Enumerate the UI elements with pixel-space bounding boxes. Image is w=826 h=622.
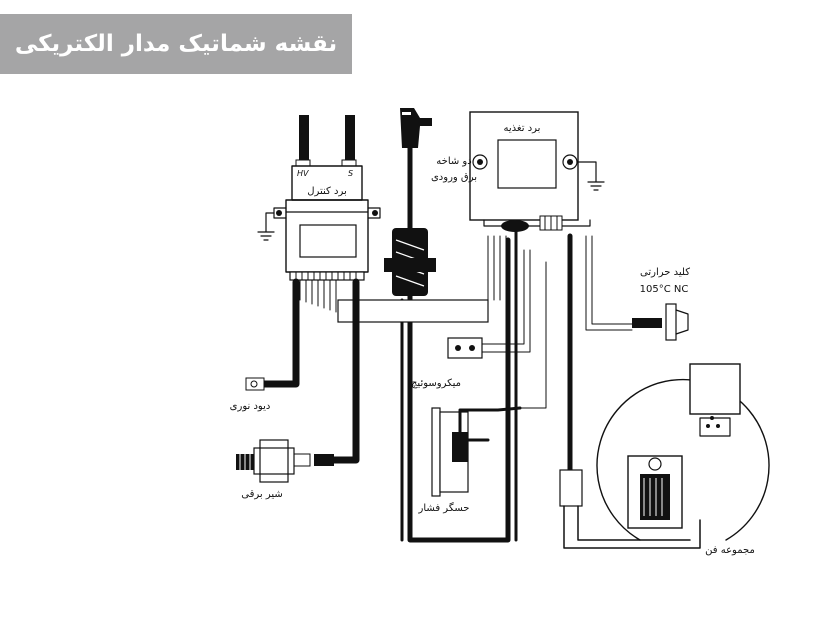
- ion-diode-label: دیود نوری: [230, 401, 271, 412]
- s-label: S: [348, 169, 353, 178]
- input-plug: دو شاخه برق ورودی: [384, 108, 477, 296]
- fan-assembly-label: مجموعه فن: [705, 545, 755, 556]
- hv-label: HV: [297, 169, 309, 178]
- ion-diode: دیود نوری: [230, 278, 300, 412]
- thermal-rating-label: 105°C NC: [640, 284, 689, 295]
- wire-harness: [299, 235, 507, 323]
- fan-assembly: مجموعه فن: [559, 233, 770, 556]
- plug-label-line2: برق ورودی: [431, 172, 477, 183]
- page-title: نقشه شماتیک مدار الکتریکی: [14, 31, 338, 57]
- solenoid-valve: شیر برقی: [236, 278, 360, 500]
- thermal-switch: کلید حرارتی 105°C NC: [585, 235, 690, 341]
- microswitch: میکروسوئیچ: [411, 249, 531, 389]
- power-board-label: برد تغذیه: [504, 123, 541, 134]
- power-board: برد تغذیه: [469, 111, 605, 232]
- pressure-sensor-label: حسگر فشار: [418, 502, 470, 514]
- thermal-switch-label: کلید حرارتی: [640, 267, 690, 278]
- control-board-label: برد کنترل: [307, 186, 347, 197]
- title-banner: نقشه شماتیک مدار الکتریکی: [0, 14, 352, 74]
- plug-label-line1: دو شاخه: [436, 156, 471, 167]
- solenoid-valve-label: شیر برقی: [241, 489, 283, 500]
- microswitch-label: میکروسوئیچ: [411, 378, 461, 389]
- control-board: HV S برد کنترل: [257, 115, 381, 281]
- pressure-sensor: حسگر فشار: [418, 261, 547, 514]
